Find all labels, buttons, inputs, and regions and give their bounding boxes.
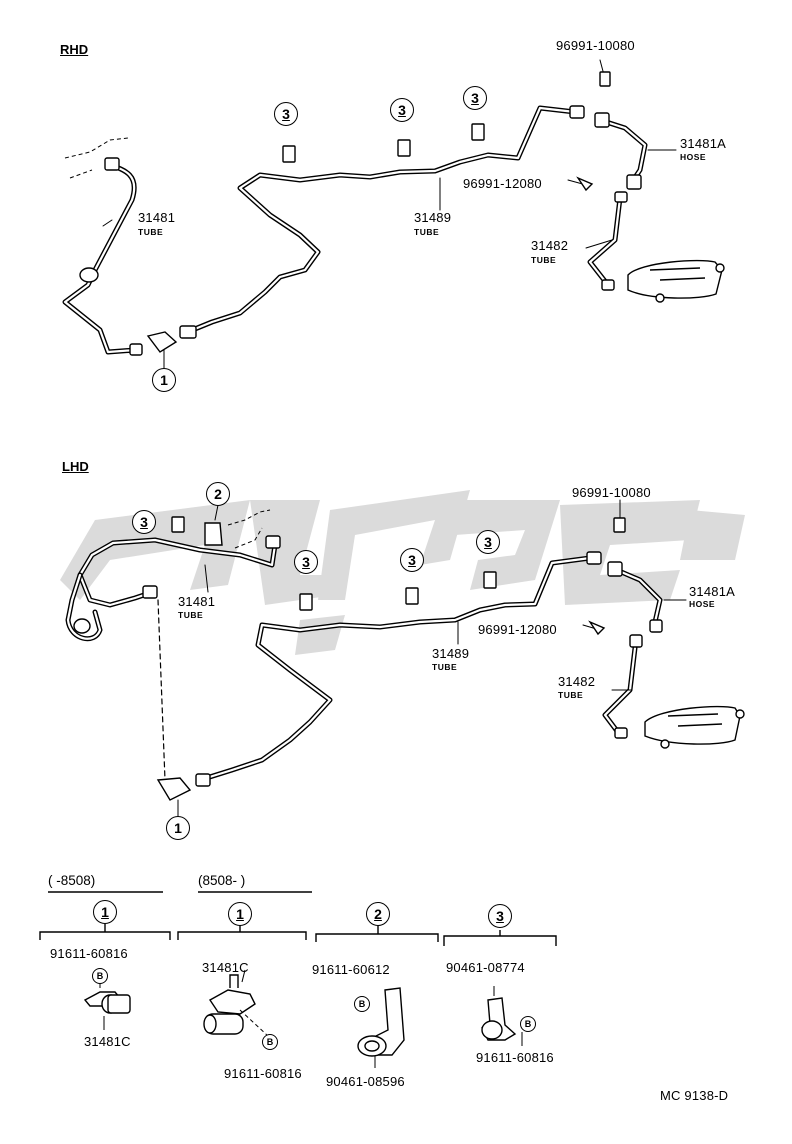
lhd-fittings bbox=[73, 516, 663, 801]
rhd-body-outline bbox=[64, 137, 129, 179]
detail-c-bolt-label: 91611-60612 bbox=[312, 962, 390, 977]
lhd-sub-hose: HOSE bbox=[689, 599, 716, 609]
rhd-label-31489: 31489 bbox=[414, 210, 452, 225]
detail-c-clamp-label: 90461-08596 bbox=[326, 1074, 405, 1089]
detail-group-2: 2 bbox=[366, 902, 390, 926]
rhd-label-31481: 31481 bbox=[138, 210, 176, 225]
lhd-label-96991-12080: 96991-12080 bbox=[478, 622, 557, 637]
diagram-code: MC 9138-D bbox=[660, 1088, 729, 1103]
section-label-rhd: RHD bbox=[60, 42, 89, 57]
rhd-label-96991-12080: 96991-12080 bbox=[463, 176, 542, 191]
lhd-body-outline bbox=[227, 509, 271, 549]
lhd-sub-tube-31482: TUBE bbox=[558, 690, 584, 700]
lhd-callout-3-b: 3 bbox=[294, 550, 318, 574]
rhd-sub-tube-31481: TUBE bbox=[138, 227, 164, 237]
rhd-sub-hose: HOSE bbox=[680, 152, 707, 162]
detail-c-bolt-marker: B bbox=[354, 996, 370, 1012]
detail-d-bolt-label: 91611-60816 bbox=[476, 1050, 554, 1065]
lhd-label-31482: 31482 bbox=[558, 674, 596, 689]
detail-d-bolt-marker: B bbox=[520, 1016, 536, 1032]
detail-a-bracket-label: 31481C bbox=[84, 1034, 131, 1049]
lhd-pipes bbox=[65, 499, 687, 819]
rhd-label-31481a: 31481A bbox=[680, 136, 727, 151]
rhd-label-31482: 31482 bbox=[531, 238, 569, 253]
rhd-callout-1: 1 bbox=[152, 368, 176, 392]
rhd-callout-3-c: 3 bbox=[463, 86, 487, 110]
detail-b-bolt-marker: B bbox=[262, 1034, 278, 1050]
lhd-sub-tube-31481: TUBE bbox=[178, 610, 204, 620]
detail-group-1-a: 1 bbox=[93, 900, 117, 924]
lhd-master-cylinder bbox=[644, 705, 745, 749]
rhd-fittings bbox=[79, 71, 642, 356]
detail-range-a: ( -8508) bbox=[48, 873, 96, 888]
lhd-callout-2: 2 bbox=[206, 482, 230, 506]
detail-b-bracket-label: 31481C bbox=[202, 960, 249, 975]
detail-a-bolt-label: 91611-60816 bbox=[50, 946, 128, 961]
detail-group-1-b: 1 bbox=[228, 902, 252, 926]
rhd-master-cylinder bbox=[627, 259, 725, 303]
lhd-label-31481a: 31481A bbox=[689, 584, 736, 599]
detail-d-clamp-label: 90461-08774 bbox=[446, 960, 525, 975]
lhd-callout-3-a: 3 bbox=[132, 510, 156, 534]
detail-group-bars bbox=[39, 891, 557, 946]
detail-parts bbox=[83, 969, 523, 1068]
rhd-sub-tube-31489: TUBE bbox=[414, 227, 440, 237]
lhd-callout-3-d: 3 bbox=[476, 530, 500, 554]
rhd-callout-3-a: 3 bbox=[274, 102, 298, 126]
watermark-logo bbox=[60, 490, 745, 655]
detail-b-bolt-label: 91611-60816 bbox=[224, 1066, 302, 1081]
lhd-label-31481: 31481 bbox=[178, 594, 216, 609]
detail-group-3: 3 bbox=[488, 904, 512, 928]
lhd-label-96991-10080: 96991-10080 bbox=[572, 485, 651, 500]
lhd-callout-3-c: 3 bbox=[400, 548, 424, 572]
lhd-label-31489: 31489 bbox=[432, 646, 470, 661]
rhd-callout-3-b: 3 bbox=[390, 98, 414, 122]
rhd-sub-tube-31482: TUBE bbox=[531, 255, 557, 265]
section-label-lhd: LHD bbox=[62, 459, 89, 474]
rhd-label-96991-10080: 96991-10080 bbox=[556, 38, 635, 53]
detail-a-bolt-marker: B bbox=[92, 968, 108, 984]
detail-range-b: (8508- ) bbox=[198, 873, 246, 888]
lhd-callout-1: 1 bbox=[166, 816, 190, 840]
lhd-sub-tube-31489: TUBE bbox=[432, 662, 458, 672]
